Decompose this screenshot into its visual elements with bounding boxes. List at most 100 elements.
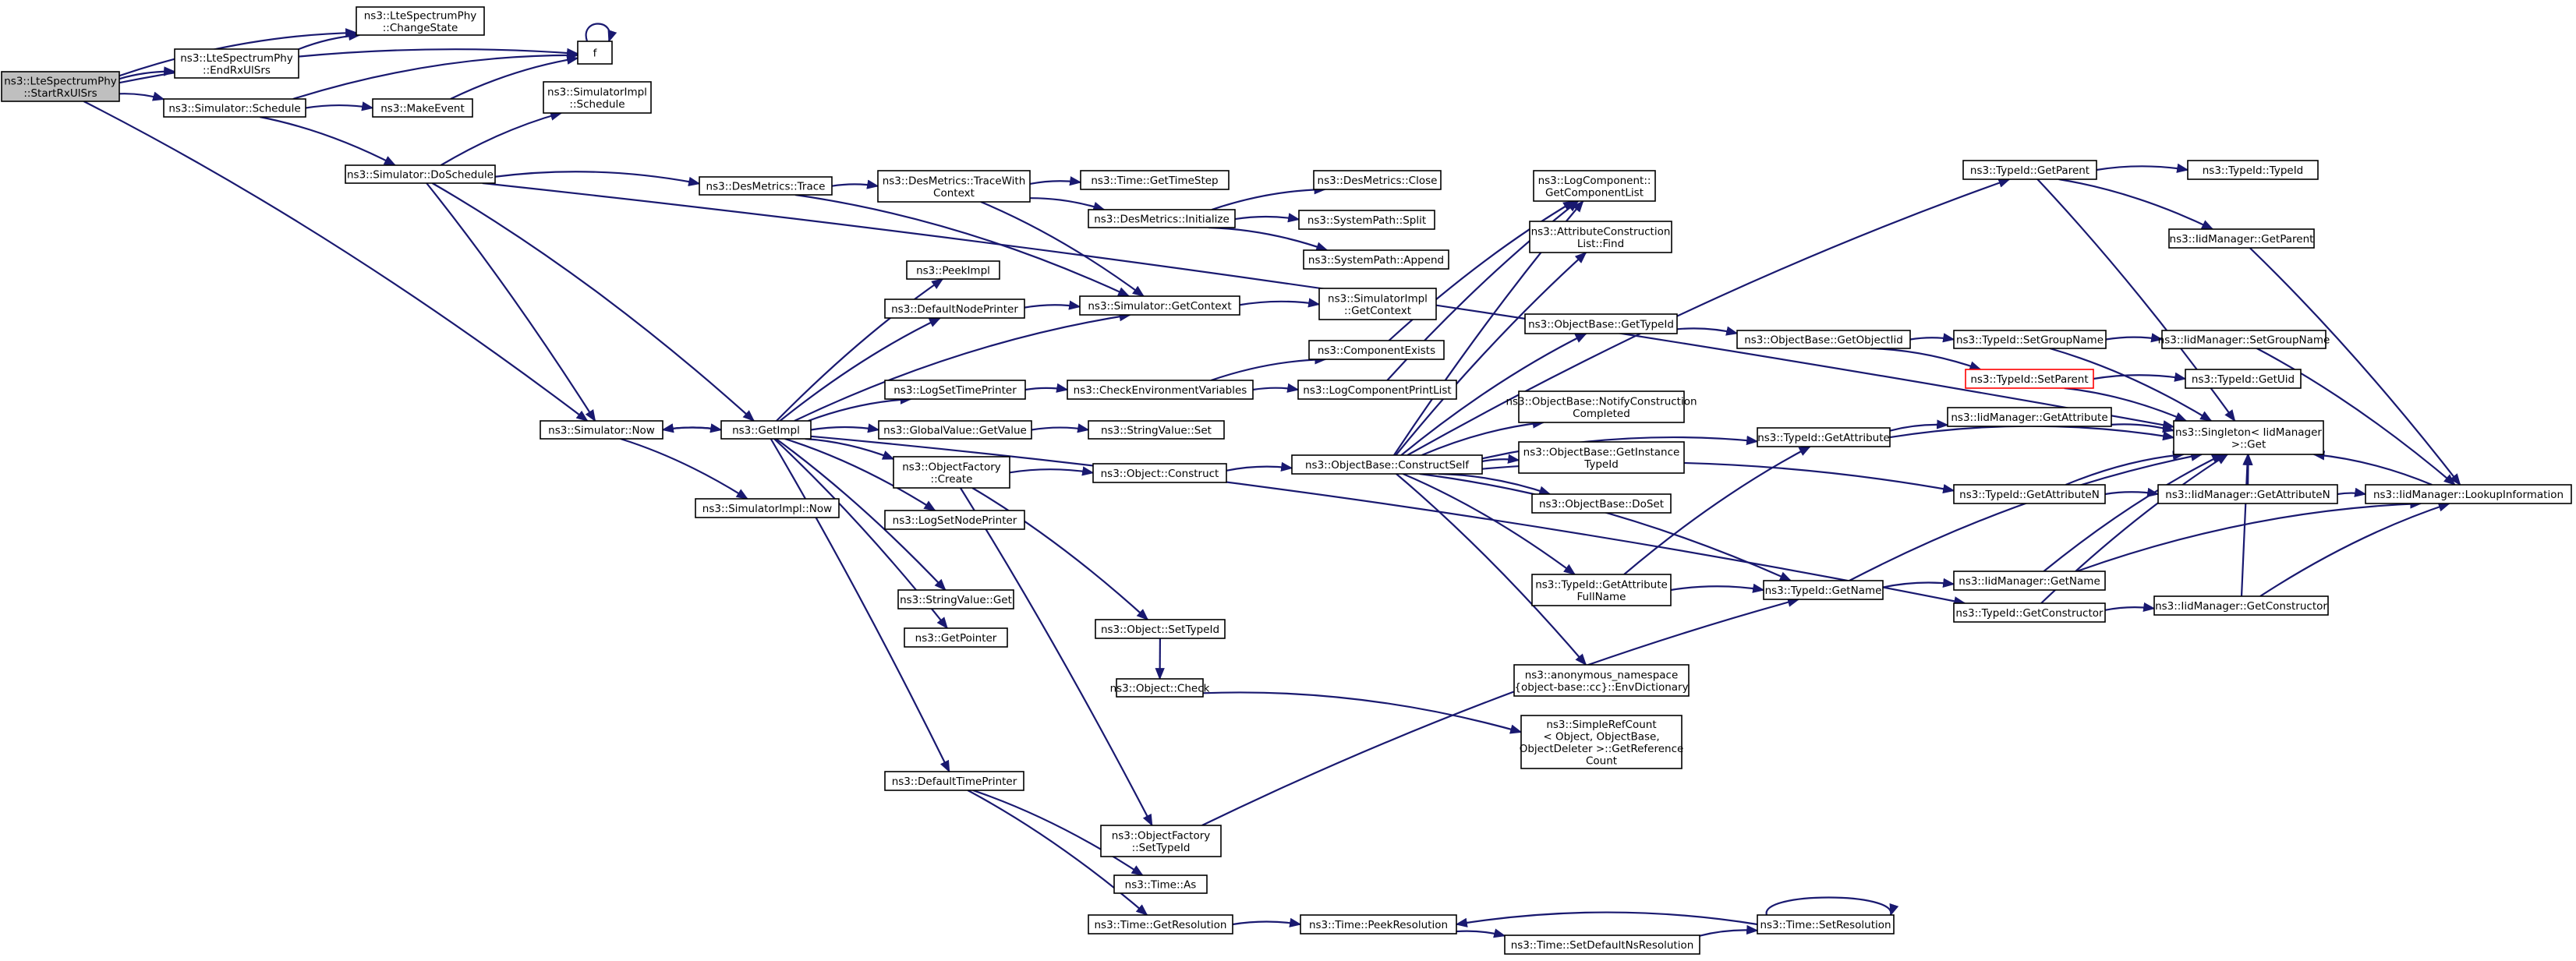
- node-timeAs[interactable]: ns3::Time::As: [1113, 874, 1208, 894]
- node-svSet[interactable]: ns3::StringValue::Set: [1088, 420, 1225, 440]
- node-iidGetAttrN[interactable]: ns3::IidManager::GetAttributeN: [2157, 484, 2338, 504]
- node-label: ns3::IidManager::GetConstructor: [2155, 600, 2327, 613]
- node-dosched[interactable]: ns3::Simulator::DoSchedule: [345, 164, 496, 184]
- node-box: [1095, 619, 1226, 639]
- node-tidGetAttr[interactable]: ns3::TypeId::GetAttribute: [1757, 427, 1891, 447]
- node-tidTypeId[interactable]: ns3::TypeId::TypeId: [2187, 160, 2319, 180]
- node-gvGetValue[interactable]: ns3::GlobalValue::GetValue: [878, 420, 1032, 440]
- node-mkevent[interactable]: ns3::MakeEvent: [372, 98, 473, 118]
- node-tidGetCtor[interactable]: ns3::TypeId::GetConstructor: [1953, 602, 2106, 623]
- node-box: [878, 420, 1032, 440]
- node-sched[interactable]: ns3::Simulator::Schedule: [163, 98, 306, 118]
- node-objConstruct[interactable]: ns3::Object::Construct: [1092, 463, 1227, 483]
- node-logCompPrintList[interactable]: ns3::LogComponentPrintList: [1297, 380, 1457, 400]
- edges-layer: [83, 23, 2461, 938]
- edge-start-to-endrx: [119, 66, 176, 80]
- node-label: TypeId: [1583, 458, 1619, 471]
- node-tidSetGroup[interactable]: ns3::TypeId::SetGroupName: [1953, 330, 2107, 349]
- node-box: [1531, 493, 1672, 514]
- node-getImpl[interactable]: ns3::GetImpl: [720, 420, 812, 440]
- node-iidGetCtor[interactable]: ns3::IidManager::GetConstructor: [2153, 595, 2329, 616]
- node-label: ns3::Time::GetResolution: [1094, 919, 1226, 931]
- node-svGet[interactable]: ns3::StringValue::Get: [897, 589, 1014, 609]
- node-box: [1113, 874, 1208, 894]
- node-compExists[interactable]: ns3::ComponentExists: [1308, 340, 1445, 360]
- node-objCheck[interactable]: ns3::Object::Check: [1110, 678, 1210, 698]
- edge-defTimePrinter-to-timeAs: [972, 789, 1144, 876]
- node-logSetTimePrinter[interactable]: ns3::LogSetTimePrinter: [884, 380, 1026, 400]
- edge-iidGetAttrN-to-iidLookup: [2337, 487, 2367, 497]
- node-singleton[interactable]: ns3::Singleton< IidManager>::Get: [2173, 420, 2324, 455]
- node-getTimeStep[interactable]: ns3::Time::GetTimeStep: [1080, 170, 1230, 190]
- node-obNotify[interactable]: ns3::ObjectBase::NotifyConstructionCompl…: [1506, 390, 1697, 423]
- node-label: ns3::IidManager::GetParent: [2170, 233, 2314, 246]
- node-box: [884, 299, 1025, 319]
- node-obGetObjTid[interactable]: ns3::ObjectBase::GetObjectIid: [1736, 330, 1911, 349]
- node-simimplsched[interactable]: ns3::SimulatorImpl::Schedule: [543, 81, 652, 114]
- node-setDefNs[interactable]: ns3::Time::SetDefaultNsResolution: [1504, 935, 1700, 955]
- node-f[interactable]: f: [577, 41, 613, 65]
- node-label: ::GetContext: [1344, 305, 1411, 317]
- node-getContext[interactable]: ns3::Simulator::GetContext: [1079, 295, 1240, 316]
- node-label: ns3::IidManager::GetAttributeN: [2165, 489, 2330, 501]
- edge-mkevent-to-f: [450, 55, 579, 100]
- node-obDoSet[interactable]: ns3::ObjectBase::DoSet: [1531, 493, 1672, 514]
- node-split[interactable]: ns3::SystemPath::Split: [1298, 210, 1435, 230]
- node-desClose[interactable]: ns3::DesMetrics::Close: [1313, 170, 1442, 190]
- node-simImplNow[interactable]: ns3::SimulatorImpl::Now: [695, 498, 840, 518]
- node-box: [1757, 914, 1895, 935]
- node-getRes[interactable]: ns3::Time::GetResolution: [1088, 914, 1233, 935]
- node-anonEnv[interactable]: ns3::anonymous_namespace{object-base::cc…: [1513, 664, 1690, 697]
- node-box: [1116, 678, 1204, 698]
- node-append[interactable]: ns3::SystemPath::Append: [1303, 249, 1449, 270]
- node-tidGetName[interactable]: ns3::TypeId::GetName: [1763, 580, 1884, 600]
- node-tidGetAttrN[interactable]: ns3::TypeId::GetAttributeN: [1953, 484, 2106, 504]
- node-iidGetParent[interactable]: ns3::IidManager::GetParent: [2168, 228, 2315, 249]
- node-setRes[interactable]: ns3::Time::SetResolution: [1757, 914, 1895, 935]
- node-iidGetAttr[interactable]: ns3::IidManager::GetAttribute: [1947, 407, 2112, 427]
- edge-tidGetAttrFull-to-tidGetName: [1670, 583, 1765, 593]
- node-defNodePrinter[interactable]: ns3::DefaultNodePrinter: [884, 299, 1025, 319]
- edge-getImpl-to-logSetTimePrinter: [808, 394, 913, 422]
- node-desTrace[interactable]: ns3::DesMetrics::Trace: [699, 176, 833, 196]
- node-label: f: [593, 48, 598, 60]
- node-simImplGetCtx[interactable]: ns3::SimulatorImpl::GetContext: [1318, 288, 1437, 320]
- node-iidLookup[interactable]: ns3::IidManager::LookupInformation: [2365, 484, 2572, 504]
- edge-traceWith-to-getTimeStep: [1029, 176, 1082, 186]
- edge-iidGetCtor-to-singleton: [2240, 453, 2252, 597]
- node-ofCreate[interactable]: ns3::ObjectFactory::Create: [893, 456, 1010, 489]
- node-box: [1297, 380, 1457, 400]
- node-change[interactable]: ns3::LteSpectrumPhy::ChangeState: [356, 6, 485, 36]
- node-peekImpl[interactable]: ns3::PeekImpl: [906, 260, 1000, 280]
- node-tidGetParent[interactable]: ns3::TypeId::GetParent: [1962, 160, 2097, 180]
- node-tidGetUid[interactable]: ns3::TypeId::GetUid: [2185, 369, 2302, 389]
- node-start[interactable]: ns3::LteSpectrumPhy::StartRxUlSrs: [1, 71, 120, 102]
- node-logGetCompList[interactable]: ns3::LogComponent::GetComponentList: [1533, 170, 1656, 202]
- node-peekRes[interactable]: ns3::Time::PeekResolution: [1300, 914, 1457, 935]
- node-label: ns3::StringValue::Set: [1101, 425, 1212, 437]
- node-simNow[interactable]: ns3::Simulator::Now: [540, 420, 663, 440]
- edge-obGetTypeId-to-obGetObjTid: [1676, 326, 1739, 336]
- node-desInit[interactable]: ns3::DesMetrics::Initialize: [1088, 209, 1236, 228]
- node-iidGetName[interactable]: ns3::IidManager::GetName: [1953, 571, 2106, 591]
- node-label: ns3::Time::SetResolution: [1760, 919, 1891, 931]
- node-getPointer[interactable]: ns3::GetPointer: [904, 627, 1008, 648]
- node-logSetNodePrinter[interactable]: ns3::LogSetNodePrinter: [884, 510, 1025, 530]
- node-objSetTypeId[interactable]: ns3::Object::SetTypeId: [1095, 619, 1226, 639]
- node-endrx[interactable]: ns3::LteSpectrumPhy::EndRxUlSrs: [174, 48, 299, 79]
- node-box: [1092, 463, 1227, 483]
- node-defTimePrinter[interactable]: ns3::DefaultTimePrinter: [884, 771, 1024, 791]
- edge-setRes-to-setRes: [1765, 896, 1899, 917]
- node-obGetTypeId[interactable]: ns3::ObjectBase::GetTypeId: [1524, 313, 1678, 334]
- node-simpleRef[interactable]: ns3::SimpleRefCount< Object, ObjectBase,…: [1520, 715, 1684, 769]
- node-iidSetGroup[interactable]: ns3::IidManager::SetGroupName: [2158, 330, 2330, 349]
- node-obConstructSelf[interactable]: ns3::ObjectBase::ConstructSelf: [1291, 454, 1483, 475]
- nodes-layer: ns3::LteSpectrumPhy::StartRxUlSrs ns3::Lt…: [1, 6, 2572, 955]
- node-tidSetParent[interactable]: ns3::TypeId::SetParent: [1965, 369, 2094, 389]
- node-ofSetTypeId[interactable]: ns3::ObjectFactory::SetTypeId: [1100, 825, 1222, 857]
- node-checkEnv[interactable]: ns3::CheckEnvironmentVariables: [1067, 380, 1254, 400]
